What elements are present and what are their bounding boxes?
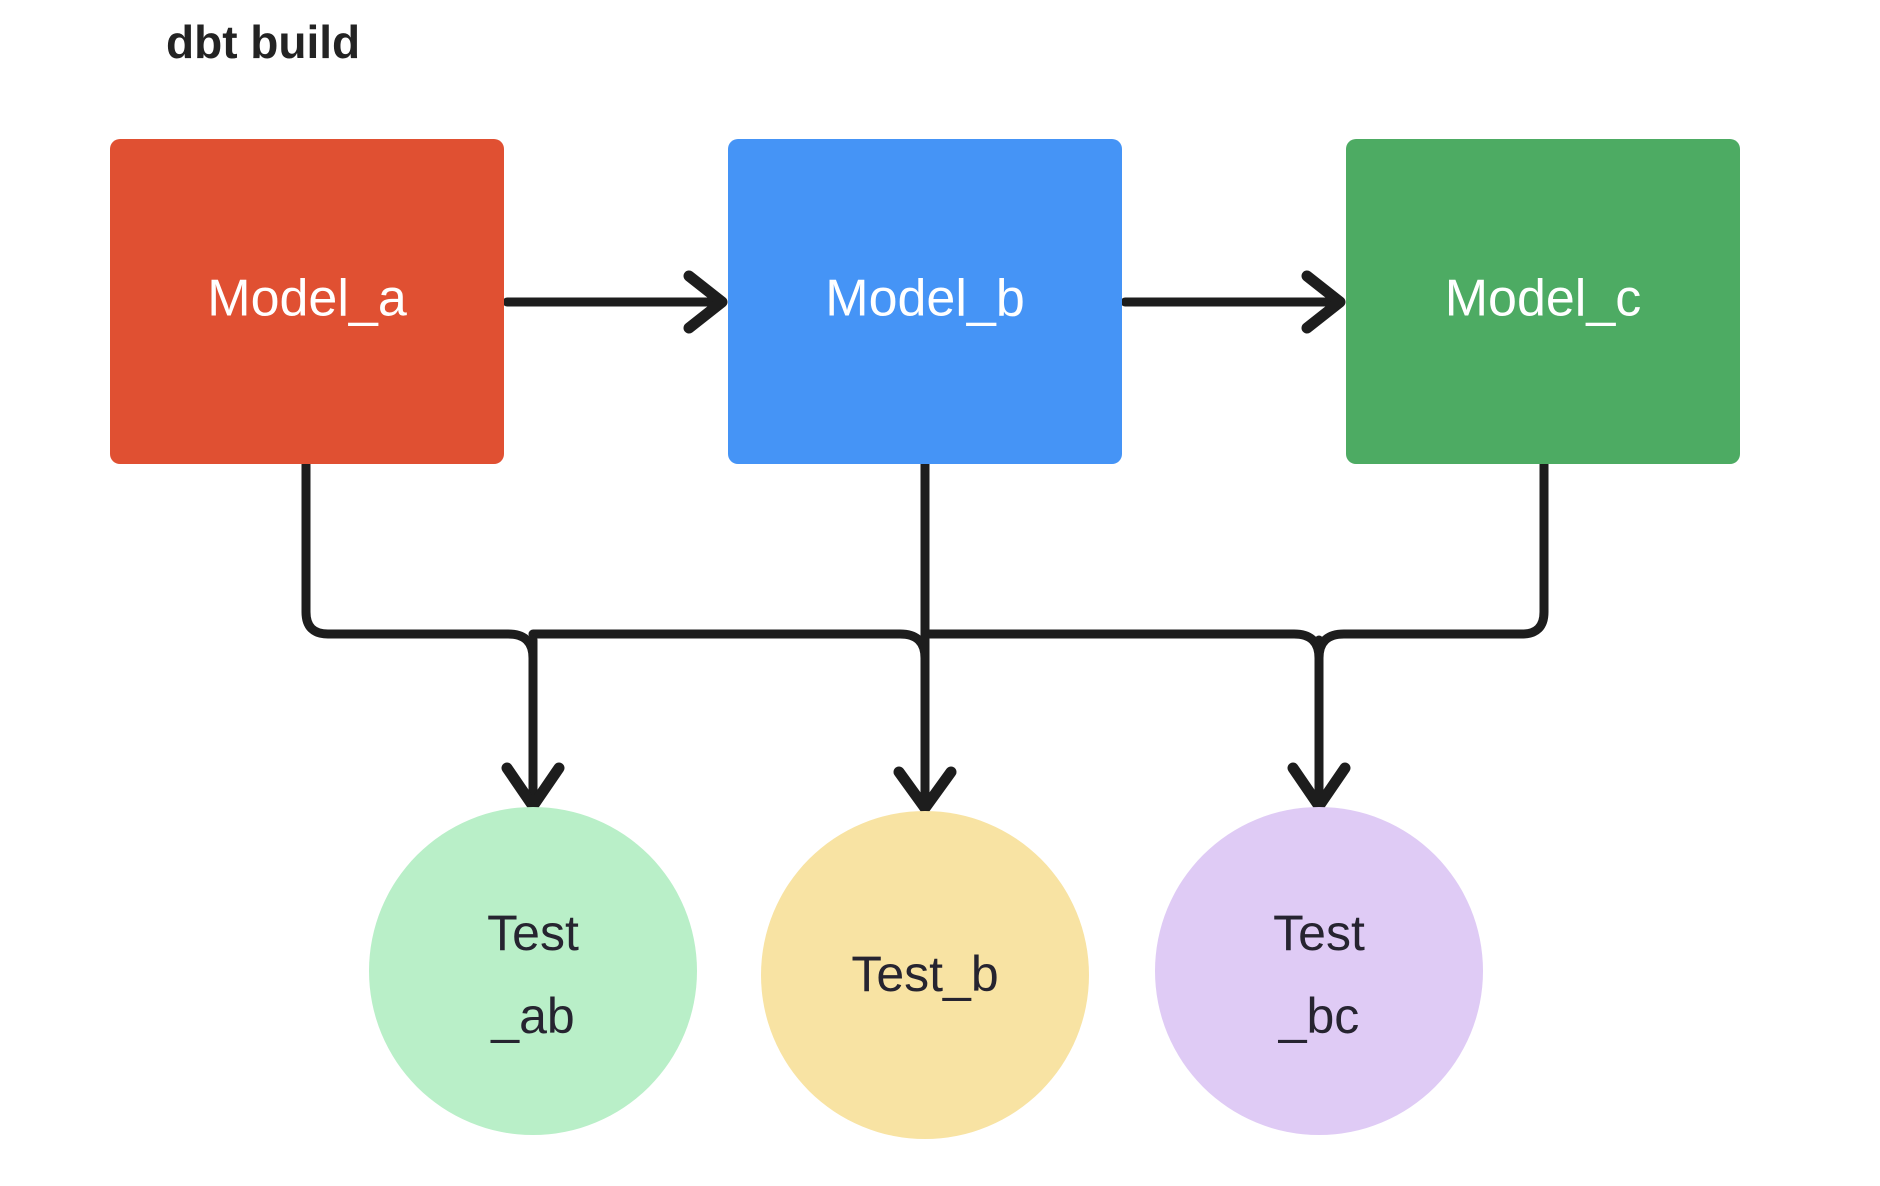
test-b-label-line-1: Test_b: [851, 946, 998, 1002]
model-node-model-a[interactable]: Model_a: [110, 139, 504, 464]
test-bc-label-line-2: _bc: [1278, 988, 1360, 1044]
test-b-circle[interactable]: [761, 811, 1089, 1139]
test-ab-label-line-2: _ab: [490, 988, 574, 1044]
test-node-test-bc[interactable]: Test _bc: [1155, 807, 1483, 1135]
test-bc-label-line-1: Test: [1273, 905, 1365, 961]
test-node-test-ab[interactable]: Test _ab: [369, 807, 697, 1135]
edge-model-c-to-test-bc: [1287, 635, 1351, 812]
arrow-head-icon: [893, 766, 957, 814]
model-b-box[interactable]: [728, 139, 1122, 464]
edge-model-c-to-test-bc-line: [1314, 459, 1549, 663]
arrow-head-icon: [683, 270, 728, 334]
model-node-layer: Model_a Model_b Model_c: [110, 139, 1740, 464]
edge-model-b-to-test-b: [893, 459, 957, 814]
edge-model-b-to-model-c: [1120, 270, 1346, 334]
test-node-test-b[interactable]: Test_b: [761, 811, 1089, 1139]
test-ab-label-line-1: Test: [487, 905, 579, 961]
model-a-label: Model_a: [207, 270, 407, 328]
edge-layer: [301, 270, 1549, 814]
model-node-model-b[interactable]: Model_b: [728, 139, 1122, 464]
bus-segment-right: [920, 629, 1324, 663]
edge-model-a-to-model-b: [502, 270, 728, 334]
test-ab-circle[interactable]: [369, 807, 697, 1135]
model-node-model-c[interactable]: Model_c: [1346, 139, 1740, 464]
diagram-title: dbt build: [166, 16, 360, 68]
model-a-box[interactable]: [110, 139, 504, 464]
model-c-label: Model_c: [1445, 270, 1642, 328]
model-c-box[interactable]: [1346, 139, 1740, 464]
edge-model-a-to-test-ab-line: [301, 459, 538, 663]
arrow-head-icon: [1301, 270, 1346, 334]
model-b-label: Model_b: [825, 270, 1024, 328]
bus-segment-left: [528, 629, 930, 663]
arrow-head-icon: [501, 762, 565, 812]
test-node-layer: Test _ab Test_b Test _bc: [369, 807, 1483, 1139]
arrow-head-icon: [1287, 762, 1351, 812]
edge-model-a-to-test-ab: [501, 635, 565, 812]
test-bc-circle[interactable]: [1155, 807, 1483, 1135]
